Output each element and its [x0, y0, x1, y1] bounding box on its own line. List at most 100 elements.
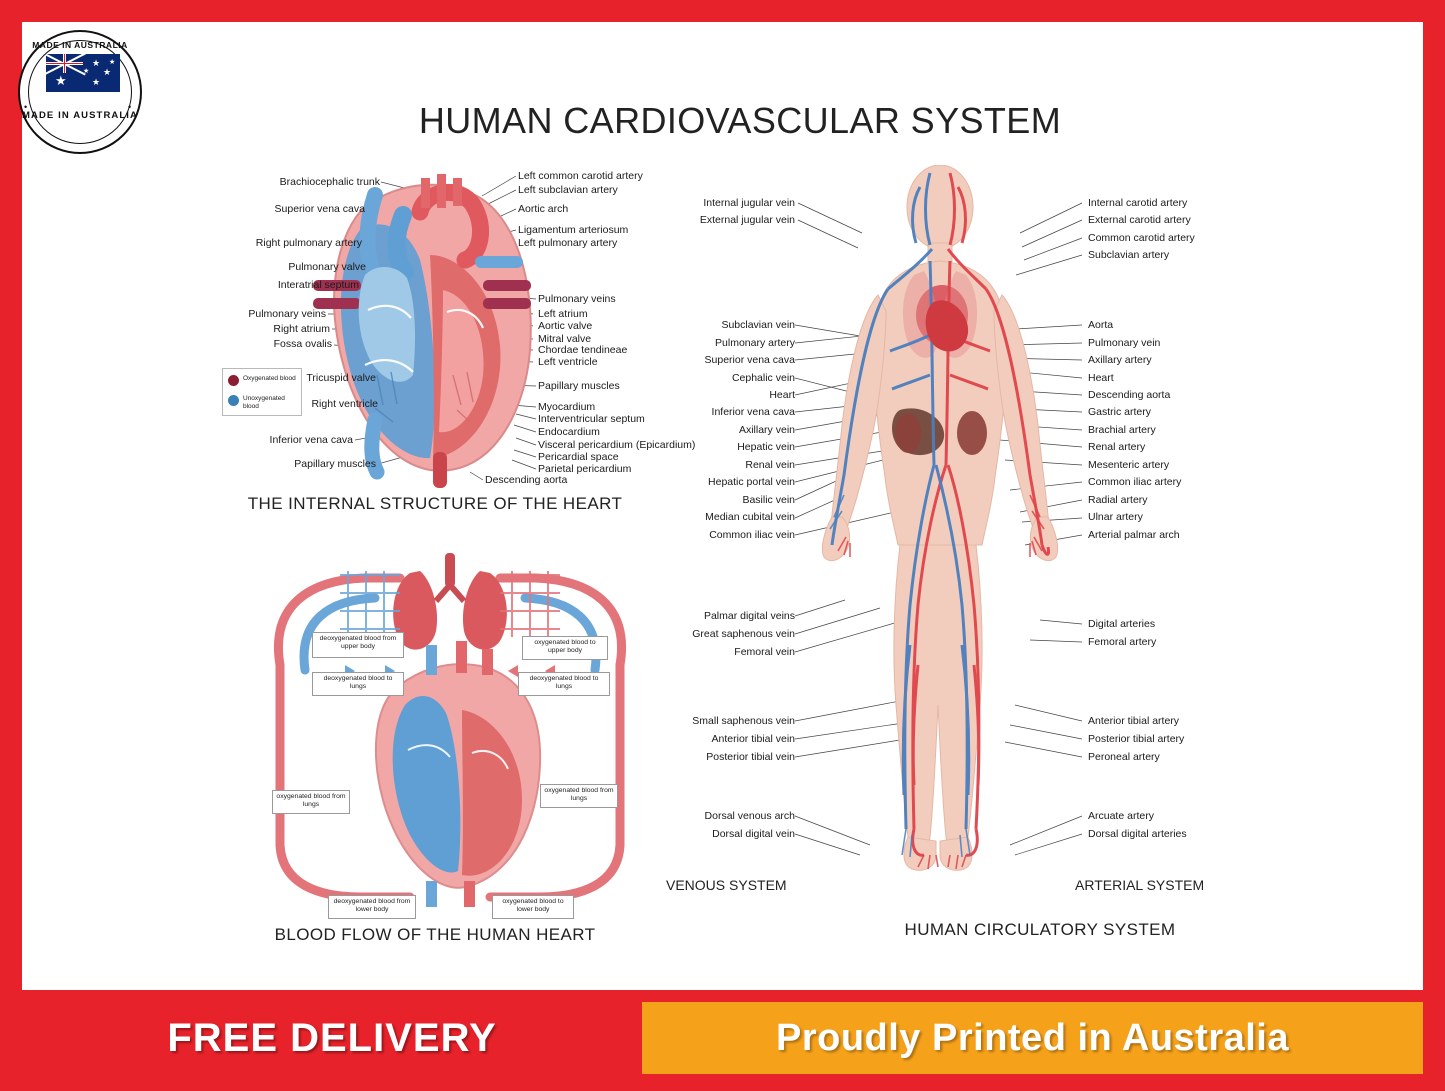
union-jack-cross-v	[63, 54, 66, 73]
circ-label-pulmonary-vein: Pulmonary vein	[1088, 337, 1161, 349]
circ-label-heart-venous: Heart	[769, 389, 795, 401]
circ-label-inferior-vena-cava: Inferior vena cava	[711, 406, 795, 418]
legend-color-oxygenated	[228, 375, 239, 386]
circ-label-brachial-artery: Brachial artery	[1088, 424, 1156, 436]
heart-label-mitral-valve: Mitral valve	[538, 333, 592, 345]
circ-label-common-iliac-vein: Common iliac vein	[709, 529, 795, 541]
badge-outer-ring	[18, 30, 142, 154]
star-icon: ★	[83, 68, 90, 75]
star-icon: ★	[92, 77, 101, 87]
circ-label-renal-vein: Renal vein	[745, 459, 795, 471]
circ-label-internal-jugular-vein: Internal jugular vein	[703, 197, 795, 209]
flow-box-oxy-lower: oxygenated blood to lower body	[492, 895, 574, 919]
heart-label-papillary-muscles-right: Papillary muscles	[538, 380, 620, 392]
circ-label-external-carotid-artery: External carotid artery	[1088, 214, 1191, 226]
heart-label-inferior-vena-cava: Inferior vena cava	[269, 434, 353, 446]
legend-label-oxygenated: Oxygenated blood	[243, 375, 296, 382]
heart-label-right-atrium: Right atrium	[273, 323, 330, 335]
heart-label-brachiocephalic-trunk: Brachiocephalic trunk	[279, 176, 380, 188]
heart-label-left-atrium: Left atrium	[538, 308, 588, 320]
circ-label-renal-artery: Renal artery	[1088, 441, 1146, 453]
circ-label-axillary-vein: Axillary vein	[738, 424, 795, 436]
heart-label-left-pulmonary-artery: Left pulmonary artery	[518, 237, 618, 249]
made-in-australia-badge: MADE IN AUSTRALIA ★ ★ ★ ★ ★ ★ • • MADE I…	[8, 28, 158, 156]
circ-label-cephalic-vein: Cephalic vein	[731, 372, 795, 384]
arterial-system-label: ARTERIAL SYSTEM	[1075, 877, 1205, 893]
heart-label-endocardium: Endocardium	[538, 426, 600, 438]
circ-label-dorsal-venous-arch: Dorsal venous arch	[704, 810, 795, 822]
circ-label-external-jugular-vein: External jugular vein	[699, 214, 795, 226]
circ-label-radial-artery: Radial artery	[1088, 494, 1148, 506]
flow-box-deoxy-lower: deoxygenated blood from lower body	[328, 895, 416, 919]
circ-label-hepatic-portal-vein: Hepatic portal vein	[708, 476, 795, 488]
australian-flag-icon: ★ ★ ★ ★ ★ ★	[46, 54, 120, 92]
bottom-banners: FREE DELIVERY Proudly Printed in Austral…	[22, 1002, 1423, 1074]
flow-box-deoxy-upper: deoxygenated blood from upper body	[312, 632, 404, 658]
heart-label-papillary-muscles-left: Papillary muscles	[294, 458, 376, 470]
circ-label-median-cubital-vein: Median cubital vein	[705, 511, 795, 523]
caption-circulatory-system: HUMAN CIRCULATORY SYSTEM	[904, 920, 1176, 939]
heart-label-superior-vena-cava: Superior vena cava	[274, 203, 365, 215]
free-delivery-banner: FREE DELIVERY	[22, 1002, 642, 1074]
badge-inner-ring	[28, 40, 132, 144]
circ-label-anterior-tibial-vein: Anterior tibial vein	[711, 733, 795, 745]
heart-label-fossa-ovalis: Fossa ovalis	[273, 338, 332, 350]
heart-anatomy-illustration	[313, 174, 532, 488]
circ-label-pulmonary-artery: Pulmonary artery	[715, 337, 795, 349]
circ-label-ulnar-artery: Ulnar artery	[1088, 511, 1143, 523]
flow-box-oxy-lungs-left: oxygenated blood from lungs	[272, 790, 350, 814]
venous-system-label: VENOUS SYSTEM	[666, 877, 787, 893]
heart-label-left-ventricle: Left ventricle	[538, 356, 598, 368]
circ-label-gastric-artery: Gastric artery	[1088, 406, 1152, 418]
flow-box-oxy-upper: oxygenated blood to upper body	[522, 636, 608, 660]
circ-label-superior-vena-cava: Superior vena cava	[704, 354, 795, 366]
circ-label-dorsal-digital-vein: Dorsal digital vein	[712, 828, 795, 840]
circ-label-palmar-digital-veins: Palmar digital veins	[703, 610, 795, 622]
badge-dot-left: •	[24, 102, 28, 112]
heart-label-pericardial-space: Pericardial space	[538, 451, 619, 463]
circ-label-anterior-tibial-artery: Anterior tibial artery	[1088, 715, 1180, 727]
printed-in-australia-banner: Proudly Printed in Australia	[642, 1002, 1423, 1074]
heart-label-pulmonary-veins-right: Pulmonary veins	[538, 293, 616, 305]
printed-in-australia-text: Proudly Printed in Australia	[775, 1016, 1289, 1059]
circ-label-posterior-tibial-artery: Posterior tibial artery	[1088, 733, 1185, 745]
circ-label-digital-arteries: Digital arteries	[1088, 618, 1156, 630]
circ-label-aorta: Aorta	[1088, 319, 1114, 331]
badge-top-text: MADE IN AUSTRALIA	[32, 40, 128, 50]
caption-blood-flow: BLOOD FLOW OF THE HUMAN HEART	[274, 925, 596, 944]
heart-label-tricuspid-valve: Tricuspid valve	[306, 372, 376, 384]
circ-label-arterial-palmar-arch: Arterial palmar arch	[1088, 529, 1180, 541]
circ-label-common-carotid-artery: Common carotid artery	[1088, 232, 1195, 244]
circ-label-heart-arterial: Heart	[1088, 372, 1114, 384]
badge-bottom-text: MADE IN AUSTRALIA	[22, 110, 138, 121]
circ-label-mesenteric-artery: Mesenteric artery	[1088, 459, 1170, 471]
circ-label-femoral-artery: Femoral artery	[1088, 636, 1157, 648]
heart-legend: Oxygenated blood Unoxygenated blood	[222, 368, 302, 416]
circ-label-hepatic-vein: Hepatic vein	[737, 441, 795, 453]
free-delivery-text: FREE DELIVERY	[167, 1015, 497, 1060]
circ-label-basilic-vein: Basilic vein	[742, 494, 795, 506]
heart-label-pulmonary-veins-left: Pulmonary veins	[248, 308, 326, 320]
human-circulatory-illustration	[821, 165, 1059, 871]
circ-label-posterior-tibial-vein: Posterior tibial vein	[706, 751, 795, 763]
circ-label-great-saphenous-vein: Great saphenous vein	[692, 628, 795, 640]
commonwealth-star-icon: ★	[55, 73, 67, 88]
circ-label-subclavian-vein: Subclavian vein	[721, 319, 795, 331]
page-title: HUMAN CARDIOVASCULAR SYSTEM	[418, 100, 1062, 141]
circ-label-peroneal-artery: Peroneal artery	[1088, 751, 1160, 763]
circ-label-dorsal-digital-arteries: Dorsal digital arteries	[1088, 828, 1187, 840]
circ-label-small-saphenous-vein: Small saphenous vein	[692, 715, 795, 727]
poster-sheet	[22, 22, 1423, 990]
star-icon: ★	[103, 67, 112, 77]
blood-flow-illustration	[274, 553, 626, 907]
heart-label-pulmonary-valve: Pulmonary valve	[288, 261, 366, 273]
heart-label-aortic-valve: Aortic valve	[538, 320, 593, 332]
star-icon: ★	[92, 58, 101, 68]
flow-box-oxy-lungs-right: oxygenated blood from lungs	[540, 784, 618, 808]
badge-dot-right: •	[128, 102, 132, 112]
heart-label-left-common-carotid-artery: Left common carotid artery	[518, 170, 643, 182]
heart-label-parietal-pericardium: Parietal pericardium	[538, 463, 632, 475]
heart-label-visceral-pericardium: Visceral pericardium (Epicardium)	[538, 439, 696, 451]
heart-label-interatrial-septum: Interatrial septum	[277, 279, 359, 291]
